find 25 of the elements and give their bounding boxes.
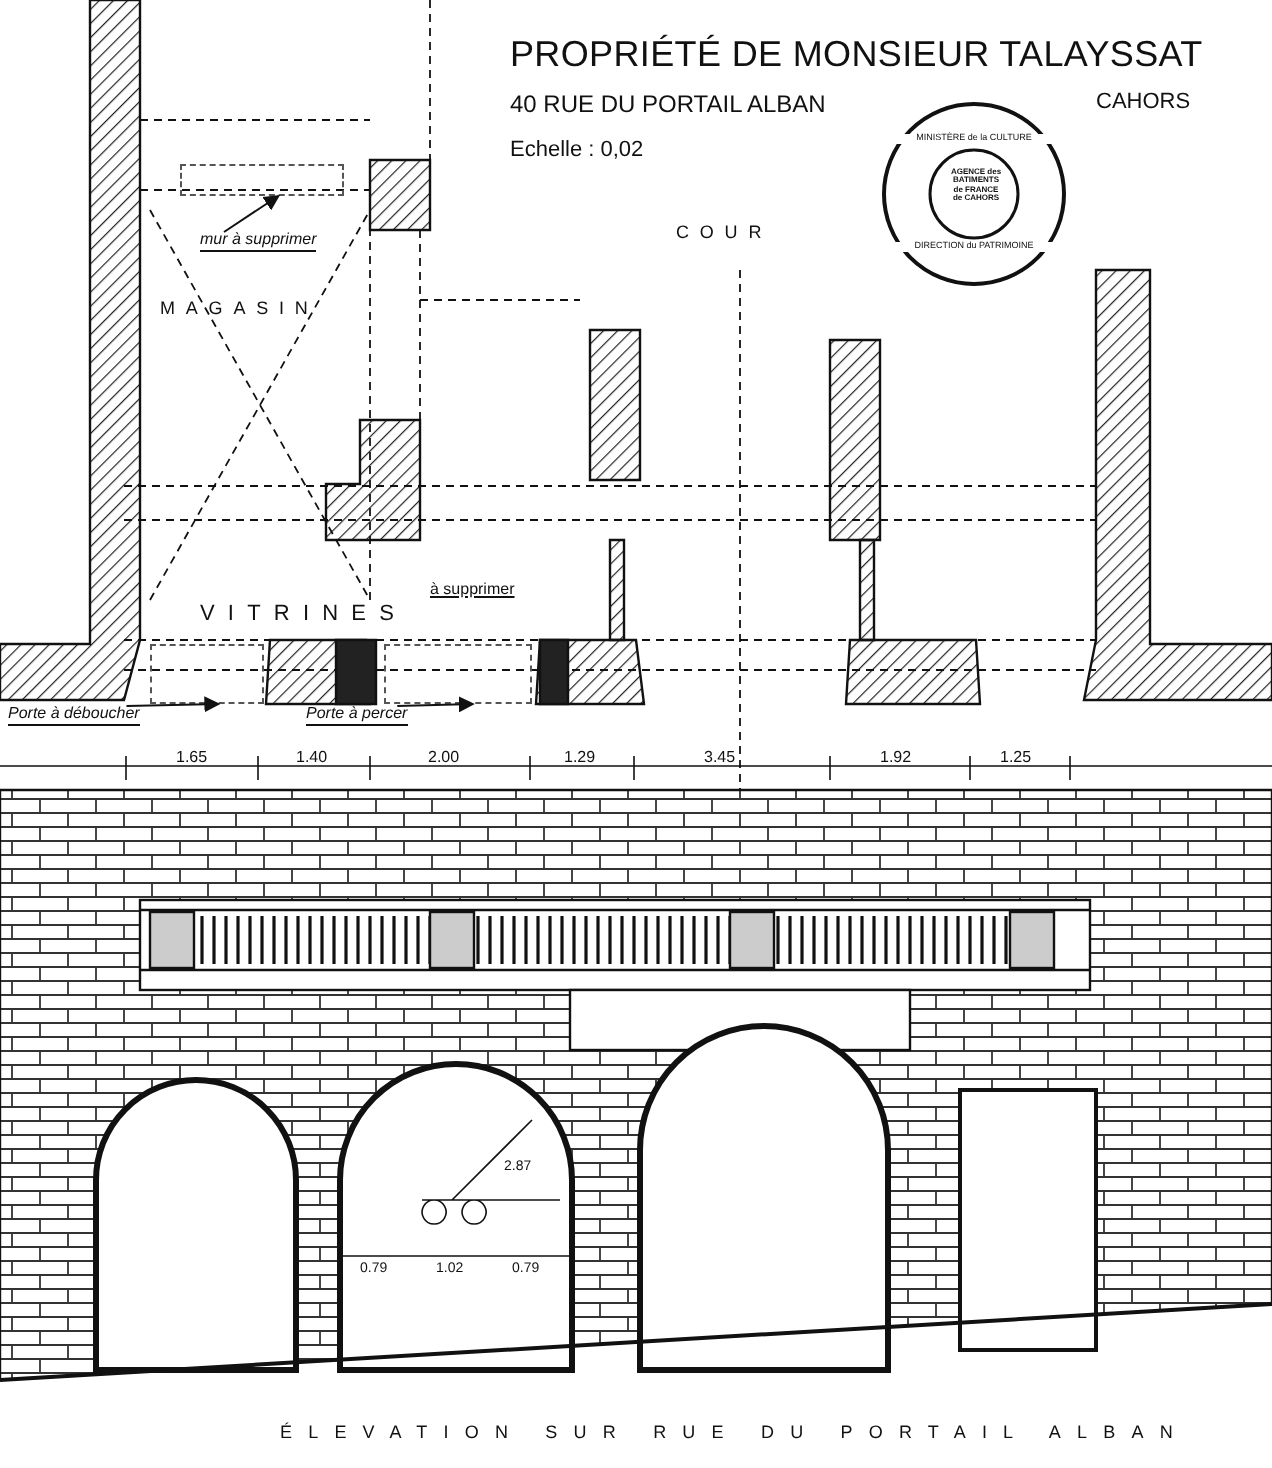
door-opening [384,644,532,704]
leader-line [125,696,221,713]
caption: ÉLEVATION SUR RUE DU PORTAIL ALBAN [280,1424,1189,1442]
area-name: VITRINES [200,604,408,626]
title: PROPRIÉTÉ DE MONSIEUR TALAYSSAT [510,36,1203,72]
area-name: COUR [676,224,773,242]
leader-text: mur à supprimer [200,232,317,252]
leader-text: Porte à déboucher [8,706,140,726]
address-text: 40 RUE DU PORTAIL ALBAN [510,92,826,116]
dimension-label: 1.40 [296,750,328,766]
scale-text: Echelle : 0,02 [510,140,644,162]
dimension-label: 1.25 [1000,750,1032,766]
dimension-label: 1.92 [880,750,912,766]
door-opening [150,644,264,704]
leader-line [223,194,281,233]
leader-text: Porte à percer [306,706,408,726]
dimension-label: 1.29 [564,750,596,766]
dimension-label: 3.45 [704,750,736,766]
dimension-label: 2.00 [428,750,460,766]
plan-note: à supprimer [430,582,515,598]
dimension-label: 1.65 [176,750,208,766]
area-name: MAGASIN [160,300,319,318]
wall-section [180,164,344,196]
city-text: CAHORS [1096,92,1191,114]
leader-line [396,696,475,713]
